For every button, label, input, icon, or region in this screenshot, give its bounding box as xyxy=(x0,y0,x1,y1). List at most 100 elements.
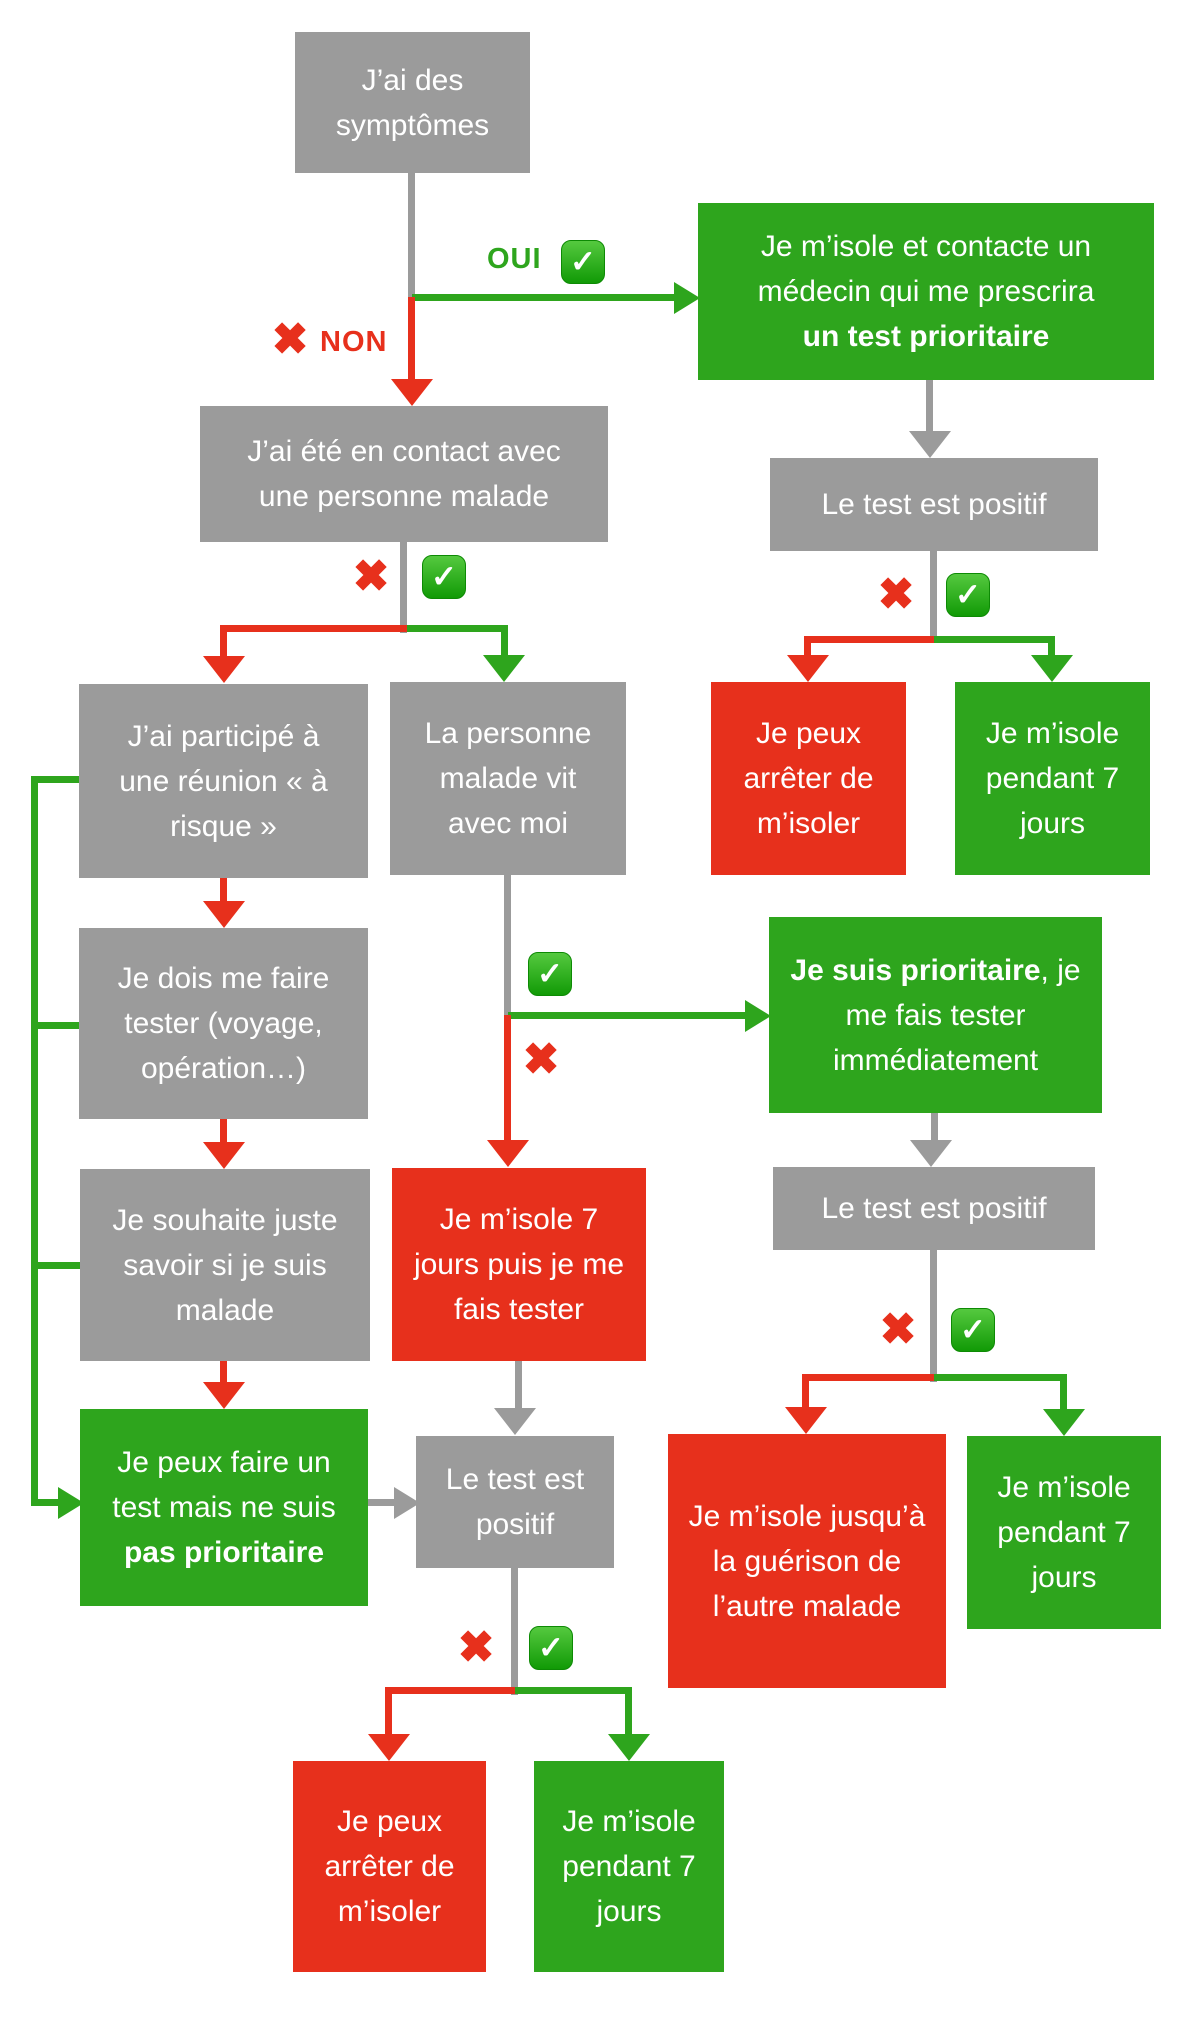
cross-icon: ✖ xyxy=(877,570,915,619)
arrowhead-non-branch xyxy=(391,379,433,406)
connector-test1-no-h xyxy=(808,636,934,643)
node-must-test-text: Je dois me faire tester (voyage, opérati… xyxy=(117,962,330,1085)
arrowhead-contact-no xyxy=(203,656,245,683)
arrowhead-test1-yes xyxy=(1031,655,1073,682)
connector-test1-yes-h xyxy=(934,636,1052,643)
node-isolate-7d-3-text: Je m’isole pendant 7 jours xyxy=(562,1805,696,1928)
arrowhead-rail-to-nonpriority xyxy=(58,1487,84,1519)
node-isolate-7d-2: Je m’isole pendant 7 jours xyxy=(967,1436,1161,1629)
arrowhead-lives-no xyxy=(487,1140,529,1167)
cross-icon: ✖ xyxy=(271,315,309,364)
arrowhead-lives-yes xyxy=(745,1000,771,1032)
connector-isolate-to-test1 xyxy=(926,380,933,432)
node-isolate-7d-1: Je m’isole pendant 7 jours xyxy=(955,682,1150,875)
arrowhead-priority-to-test2 xyxy=(910,1140,952,1167)
node-stop-isolation-1: Je peux arrêter de m’isoler xyxy=(711,682,906,875)
arrowhead-test2-yes xyxy=(1043,1409,1085,1436)
node-contact-person-text: J’ai été en contact avec une personne ma… xyxy=(247,435,561,513)
check-icon: ✓ xyxy=(528,952,572,996)
cross-icon: ✖ xyxy=(522,1035,560,1084)
connector-test3-no-v xyxy=(385,1687,392,1735)
arrowhead-nonpriority-to-test3 xyxy=(394,1487,420,1519)
node-test-positive-1: Le test est positif xyxy=(770,458,1098,551)
node-isolate-7d-3: Je m’isole pendant 7 jours xyxy=(534,1761,724,1972)
connector-test3-no-h xyxy=(389,1687,515,1694)
connector-test1-no-v xyxy=(804,636,811,655)
node-isolate-until-cured-text: Je m’isole jusqu’à la guérison de l’autr… xyxy=(688,1499,926,1623)
connector-isolate7-to-test3 xyxy=(515,1361,522,1409)
node-risky-meeting-text: J’ai participé à une réunion « à risque … xyxy=(119,719,328,843)
connector-contact-yes-h xyxy=(404,625,508,632)
node-symptoms: J’ai des symptômes xyxy=(295,32,530,173)
node-test-positive-2: Le test est positif xyxy=(773,1167,1095,1250)
node-stop-isolation-2-text: Je peux arrêter de m’isoler xyxy=(324,1805,455,1928)
connector-contact-down xyxy=(400,542,407,633)
arrowhead-isolate-to-test1 xyxy=(909,431,951,458)
node-risky-meeting: J’ai participé à une réunion « à risque … xyxy=(79,684,368,878)
arrowhead-test3-yes xyxy=(608,1734,650,1761)
cross-icon: ✖ xyxy=(352,552,390,601)
rail-stub-want-to-know xyxy=(34,1262,80,1269)
arrowhead-test2-no xyxy=(785,1407,827,1434)
node-sick-person-lives-with-me-text: La personne malade vit avec moi xyxy=(424,717,592,840)
node-test-positive-2-text: Le test est positif xyxy=(821,1192,1047,1225)
non-label: NON xyxy=(320,326,388,358)
node-isolate-7d-1-text: Je m’isole pendant 7 jours xyxy=(985,717,1120,840)
cross-icon: ✖ xyxy=(457,1623,495,1672)
connector-test2-no-h xyxy=(806,1374,934,1381)
node-just-want-to-know: Je souhaite juste savoir si je suis mala… xyxy=(80,1169,370,1361)
rail-vertical xyxy=(31,776,38,1506)
connector-contact-no-v xyxy=(220,625,227,657)
connector-must-to-know xyxy=(220,1119,227,1143)
connector-symptoms-down xyxy=(408,173,415,300)
arrowhead-risky-to-must xyxy=(203,901,245,928)
node-isolate-7d-then-test-text: Je m’isole 7 jours puis je me fais teste… xyxy=(413,1203,625,1326)
connector-lives-yes-h xyxy=(508,1012,745,1019)
connector-priority-to-test2 xyxy=(931,1113,938,1141)
arrowhead-oui-branch xyxy=(674,282,700,314)
connector-test2-yes-v xyxy=(1060,1374,1067,1410)
connector-oui-branch xyxy=(412,294,674,301)
node-stop-isolation-1-text: Je peux arrêter de m’isoler xyxy=(743,717,874,840)
node-must-test: Je dois me faire tester (voyage, opérati… xyxy=(79,928,368,1119)
node-stop-isolation-2: Je peux arrêter de m’isoler xyxy=(293,1761,486,1972)
node-priority-test-text: Je suis prioritaire, je me fais tester i… xyxy=(790,953,1081,1077)
connector-lives-with-me-down xyxy=(504,875,511,1019)
rail-stub-must-test xyxy=(34,1022,79,1029)
node-symptoms-text: J’ai des symptômes xyxy=(335,63,490,142)
check-icon: ✓ xyxy=(946,573,990,617)
node-isolate-contact-doctor-text: Je m’isole et contacte un médecin qui me… xyxy=(757,230,1095,353)
cross-icon: ✖ xyxy=(879,1305,917,1354)
connector-nonpriority-to-test3 xyxy=(368,1499,394,1506)
node-priority-test: Je suis prioritaire, je me fais tester i… xyxy=(769,917,1102,1113)
connector-test1-down xyxy=(930,551,937,643)
node-test-positive-3-text: Le test est positif xyxy=(445,1463,585,1541)
arrowhead-isolate7-to-test3 xyxy=(494,1408,536,1435)
node-isolate-7d-then-test: Je m’isole 7 jours puis je me fais teste… xyxy=(392,1168,646,1361)
rail-stub-risky-meeting xyxy=(34,776,79,783)
connector-contact-yes-v xyxy=(501,625,508,656)
check-icon: ✓ xyxy=(529,1626,573,1670)
arrowhead-test3-no xyxy=(368,1734,410,1761)
node-just-want-to-know-text: Je souhaite juste savoir si je suis mala… xyxy=(112,1203,338,1327)
arrowhead-must-to-know xyxy=(203,1142,245,1169)
connector-test1-yes-v xyxy=(1048,636,1055,655)
node-isolate-until-cured: Je m’isole jusqu’à la guérison de l’autr… xyxy=(668,1434,946,1688)
connector-risky-to-must xyxy=(220,878,227,902)
connector-test2-no-v xyxy=(802,1374,809,1408)
arrowhead-contact-yes xyxy=(483,655,525,682)
connector-test3-down xyxy=(511,1568,518,1695)
arrowhead-test1-no xyxy=(787,655,829,682)
connector-know-to-nonpriority xyxy=(220,1361,227,1383)
node-isolate-7d-2-text: Je m’isole pendant 7 jours xyxy=(997,1471,1131,1594)
node-test-positive-1-text: Le test est positif xyxy=(821,488,1047,521)
node-sick-person-lives-with-me: La personne malade vit avec moi xyxy=(390,682,626,875)
arrowhead-know-to-nonpriority xyxy=(203,1382,245,1409)
check-icon: ✓ xyxy=(951,1308,995,1352)
rail-end-h xyxy=(34,1499,58,1506)
node-contact-person: J’ai été en contact avec une personne ma… xyxy=(200,406,608,542)
node-isolate-contact-doctor: Je m’isole et contacte un médecin qui me… xyxy=(698,203,1154,380)
